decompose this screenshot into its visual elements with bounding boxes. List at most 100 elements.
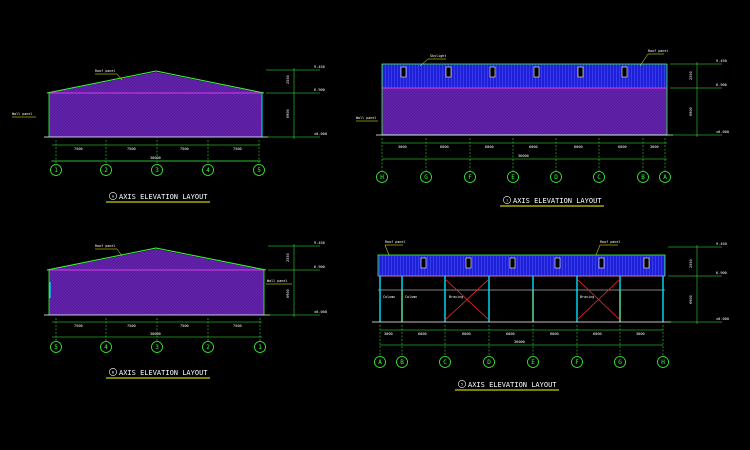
dim-5-total: 36000 [514,340,525,344]
columns-5 [379,276,664,322]
dim-5-6: 6000 [593,332,602,336]
axis-5-d: D [483,325,495,368]
dim-b-4: 7500 [233,324,242,328]
view-title-b: B AXIS ELEVATION LAYOUT [106,368,210,379]
axis-label-b-5: 5 [54,344,58,351]
axis-5-g: G [614,325,626,368]
side-dim-1-b: 2550 [286,253,290,262]
dim-a-3: 7500 [180,147,189,151]
axis-label-1-h: H [380,174,384,181]
dim-a-4: 7500 [233,147,242,151]
view-title-text-1: AXIS ELEVATION LAYOUT [513,197,602,205]
level-top-b: 9.450 [314,241,325,245]
level-ground-1: ±0.000 [716,130,729,134]
leader-roof-b: Roof panel [95,244,115,248]
axis-label-1-a: A [663,174,667,181]
dims-b: 7500 7500 7500 7500 30000 [74,324,242,336]
dim-a-2: 7500 [127,147,136,151]
elevation-view-a: Roof panel Wall panel 9.450 6.900 ±0.000… [12,65,327,203]
view-title-1: 1 AXIS ELEVATION LAYOUT [500,196,604,207]
axis-label-5-a: A [378,359,382,366]
roof-line-a [46,70,265,94]
leader-column-5b: Column [405,295,417,299]
axis-a-2: 2 [100,140,112,176]
dim-5-5: 6000 [550,332,559,336]
axis-label-5-d: D [487,359,491,366]
leader-wall-a: Wall panel [12,112,32,116]
dim-b-1: 7500 [74,324,83,328]
side-dim-1-1: 2550 [689,71,693,80]
side-dim-2-a: 6900 [286,109,290,118]
dim-5-2: 6000 [418,332,427,336]
gable-wall-b [49,249,264,315]
skylights-1 [400,66,628,78]
roof-panel-1 [382,64,667,88]
leader-roof-5b: Roof panel [600,240,620,244]
axis-label-b-4: 4 [104,344,108,351]
leader-wall-1: Wall panel [356,116,376,120]
axis-1-c: C [593,138,605,183]
axis-label-a-3: 3 [155,167,159,174]
axis-label-b-1: 1 [258,344,262,351]
view-badge-1: 1 [506,198,508,202]
dim-1-1: 3000 [398,145,407,149]
skylights-5 [420,257,650,269]
level-eave-1: 6.900 [716,83,727,87]
axis-a-3: 3 [151,140,163,176]
bracing-5 [444,278,621,321]
axis-label-5-b: B [400,359,404,366]
side-dim-2-1: 6900 [689,107,693,116]
wall-panel-1 [382,88,667,135]
axis-label-a-4: 4 [206,167,210,174]
dim-b-2: 7500 [127,324,136,328]
elevation-view-b: Roof panel Wall panel 9.450 6.900 ±0.000… [44,241,327,379]
axis-1-h: H [376,138,388,183]
view-badge-5: 5 [461,382,463,386]
axis-5-b: B [396,325,408,368]
level-eave-5: 6.900 [716,271,727,275]
dim-1-3: 6000 [485,145,494,149]
dim-1-6: 6000 [618,145,627,149]
leader-column-5: Column [383,295,395,299]
axis-5-e: E [527,325,539,368]
side-dim-2-b: 6900 [286,289,290,298]
dim-1-2: 6000 [440,145,449,149]
axes-b: 5 4 3 2 1 [50,318,266,353]
axis-5-f: F [571,325,583,368]
axes-a: 1 2 3 4 5 [50,140,265,176]
axis-b-1: 1 [254,318,266,353]
axis-5-h: H [657,325,669,368]
axis-b-4: 4 [100,318,112,353]
roof-line-b [46,247,267,271]
axis-a-4: 4 [202,140,214,176]
dim-5-7: 3000 [636,332,645,336]
axis-1-b: B [637,138,649,183]
dim-5-1: 3000 [384,332,393,336]
leader-roof-a: Roof panel [95,69,115,73]
elevation-view-5: Roof panel Roof panel Column Column Brac… [372,240,729,391]
view-title-a: A AXIS ELEVATION LAYOUT [106,192,210,203]
side-dim-2-5: 6900 [689,295,693,304]
axis-label-b-2: 2 [206,344,210,351]
axis-label-1-c: C [597,174,601,181]
dim-a-1: 7500 [74,147,83,151]
axis-5-a: A [374,325,386,368]
dims-a: 7500 7500 7500 7500 30000 [74,147,242,160]
roof-panel-5 [378,255,665,276]
gable-wall-a [49,72,262,137]
level-top-5: 9.450 [716,242,727,246]
level-top-1: 9.450 [716,59,727,63]
axis-1-f: F [464,138,476,183]
view-title-text-a: AXIS ELEVATION LAYOUT [119,193,208,201]
level-ground-5: ±0.000 [716,317,729,321]
axis-b-2: 2 [202,318,214,353]
leader-bracing-5b: Bracing [580,295,594,299]
axis-label-1-b: B [641,174,645,181]
dim-b-total: 30000 [150,332,161,336]
view-title-text-5: AXIS ELEVATION LAYOUT [468,381,557,389]
axis-b-5: 5 [50,318,62,353]
axis-b-3: 3 [151,318,163,353]
side-dim-1-a: 2550 [286,75,290,84]
axis-label-b-3: 3 [155,344,159,351]
